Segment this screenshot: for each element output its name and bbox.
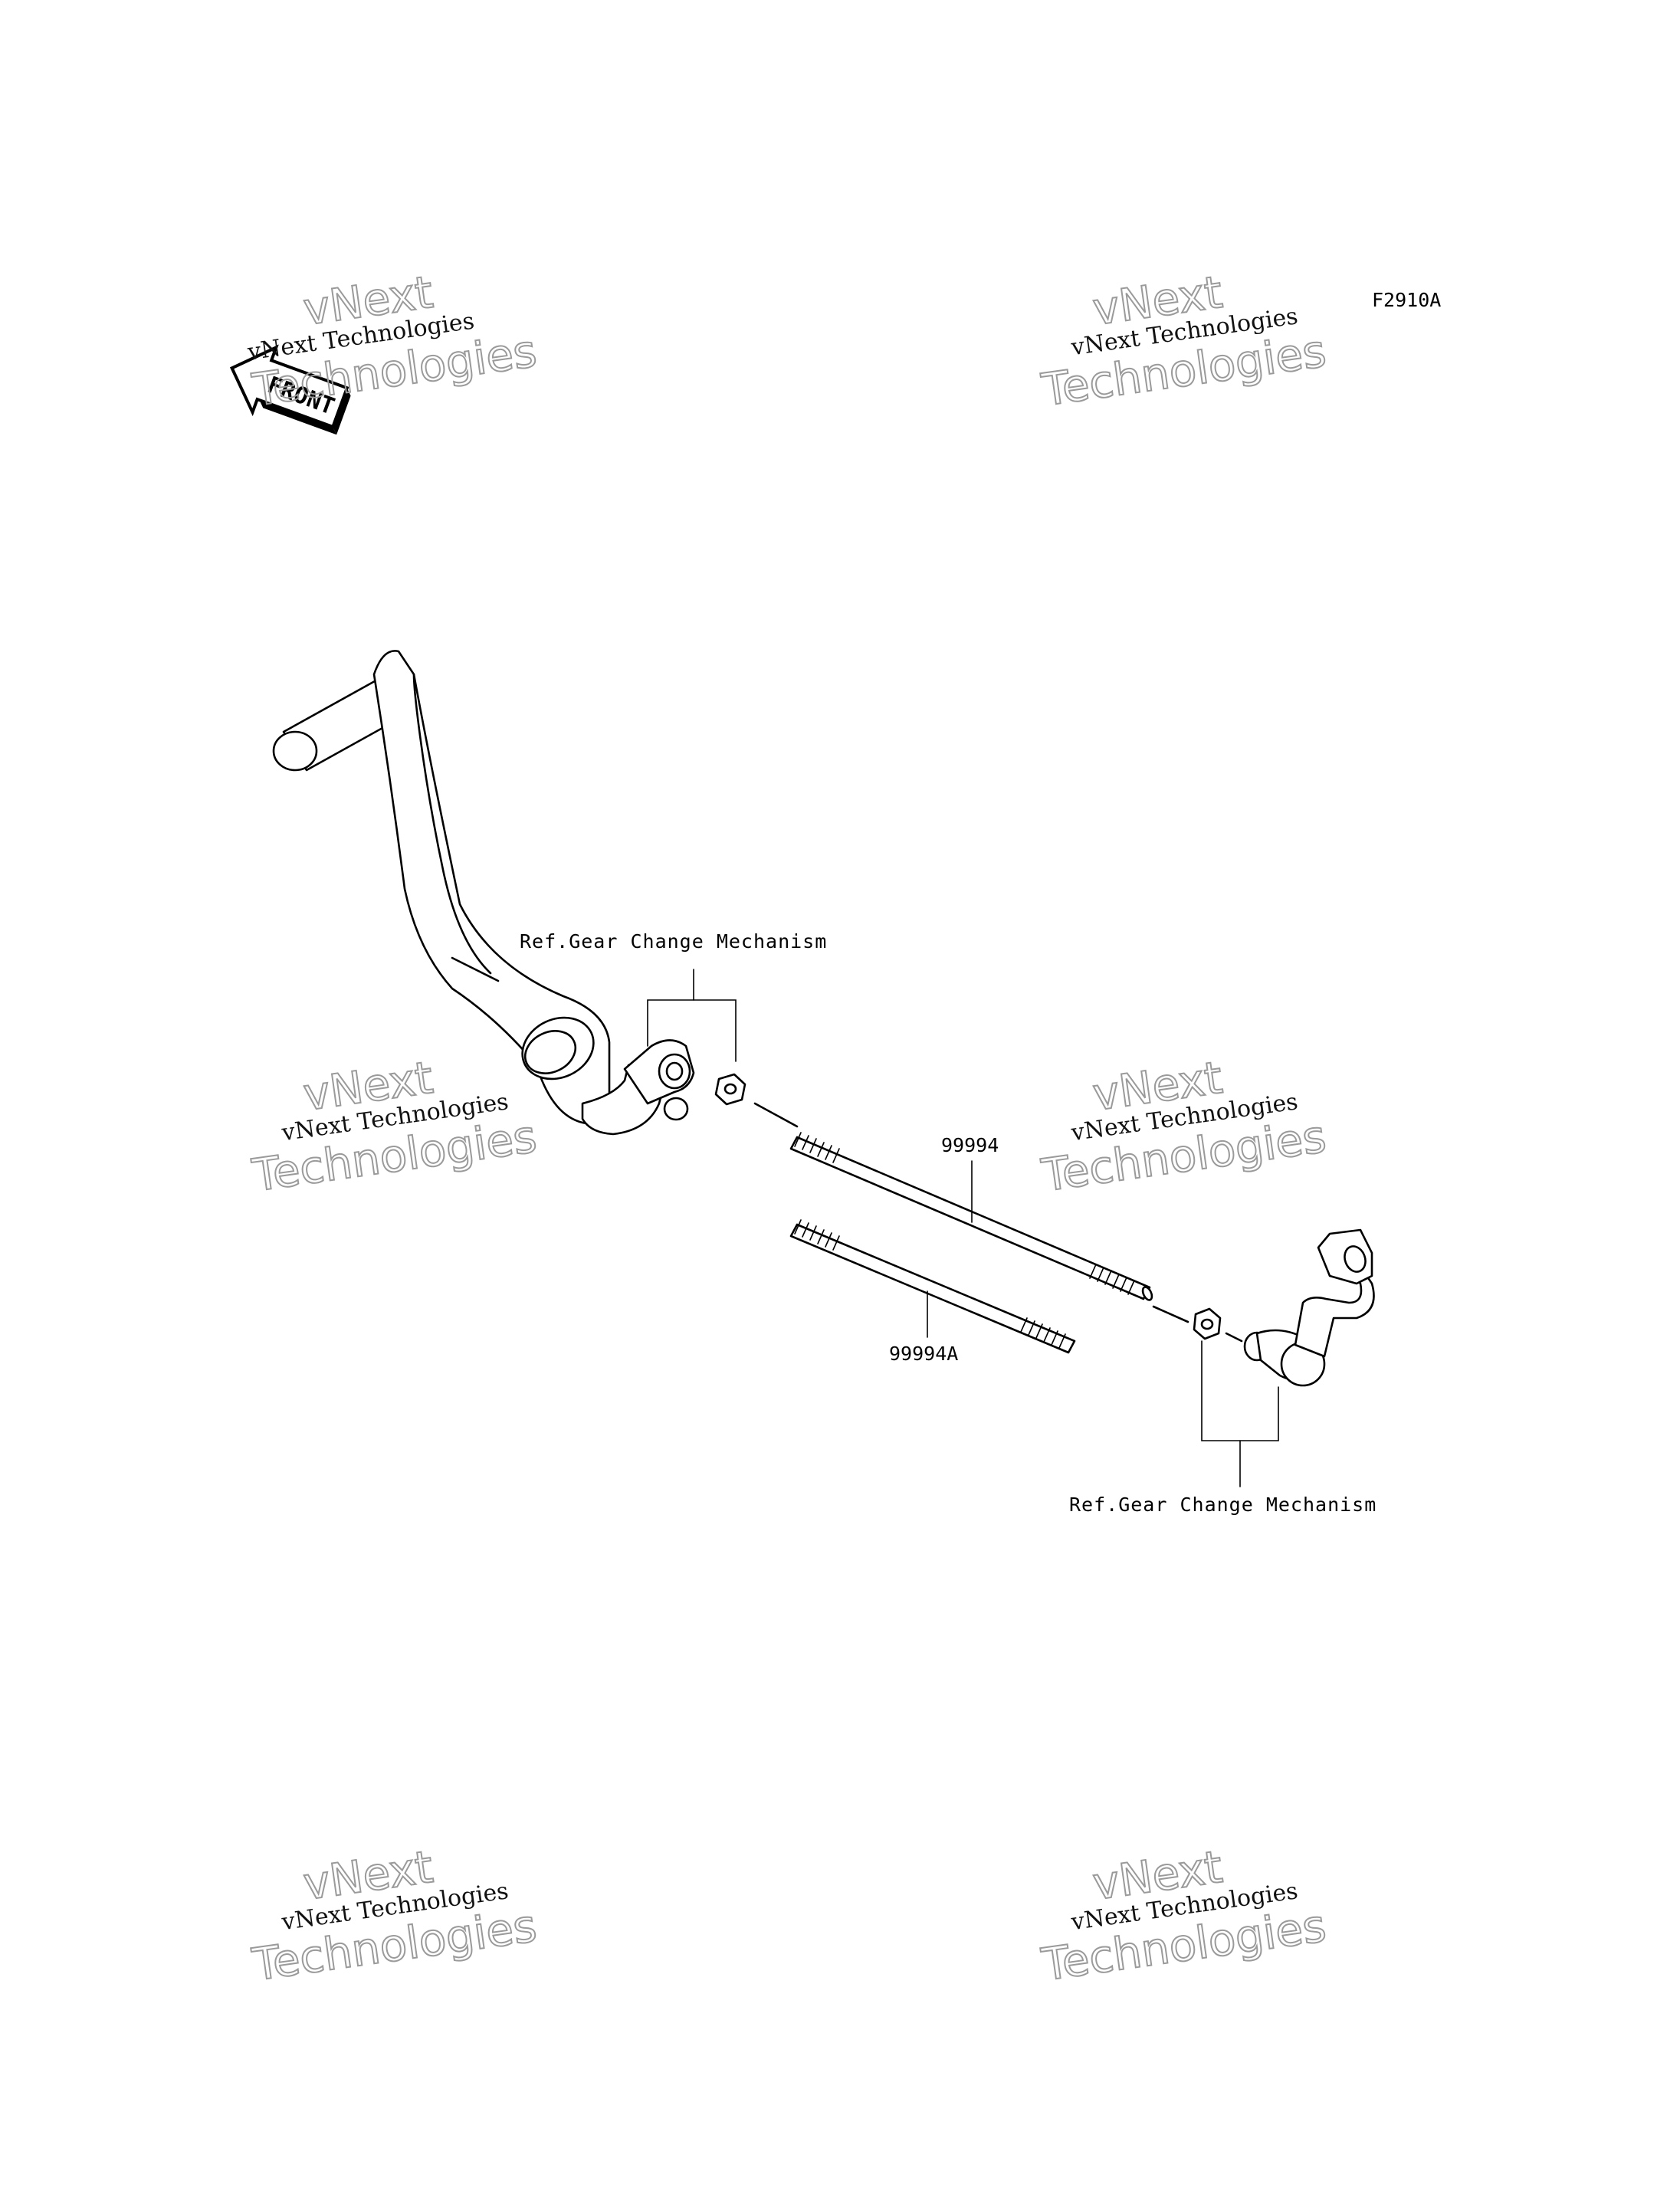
shift-pedal: [272, 650, 695, 1136]
ref-callout-bottom: Ref.Gear Change Mechanism: [1069, 1340, 1376, 1516]
watermark: vNext vNext Technologies Technologies: [1038, 1051, 1330, 1202]
watermark: vNext vNext Technologies Technologies: [248, 1051, 540, 1202]
tie-rod-99994: 99994: [789, 1132, 1153, 1301]
nut-top: [663, 1073, 799, 1128]
diagram-code: F2910A: [1372, 289, 1441, 311]
front-arrow-icon: FRONT: [229, 344, 351, 435]
part-number-99994A: 99994A: [889, 1343, 958, 1365]
nut-bottom: [1152, 1305, 1243, 1343]
ref-label-top: Ref.Gear Change Mechanism: [520, 930, 827, 953]
watermark: vNext vNext Technologies Technologies: [248, 1840, 540, 1992]
tie-rod-99994A: 99994A: [789, 1219, 1076, 1365]
part-number-99994: 99994: [941, 1134, 999, 1156]
ref-callout-top: Ref.Gear Change Mechanism: [520, 930, 827, 1062]
watermark: vNext vNext Technologies Technologies: [245, 265, 540, 417]
watermark: vNext vNext Technologies Technologies: [1038, 1840, 1330, 1992]
watermark: vNext vNext Technologies Technologies: [1038, 265, 1330, 417]
ref-label-bottom: Ref.Gear Change Mechanism: [1069, 1494, 1376, 1516]
shift-arm: [1243, 1228, 1375, 1387]
watermark-group: vNext vNext Technologies Technologies vN…: [245, 265, 1330, 1992]
